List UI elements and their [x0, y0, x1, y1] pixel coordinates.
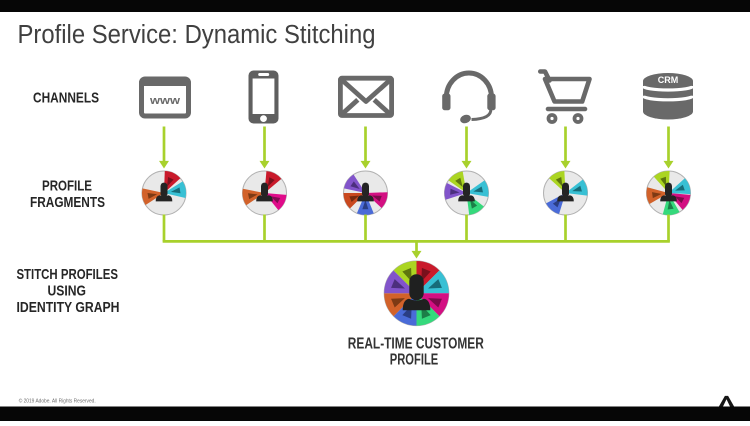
- svg-text:Profile Service: Dynamic Stitc: Profile Service: Dynamic Stitching: [18, 21, 376, 49]
- svg-text:www: www: [149, 95, 181, 107]
- svg-text:USING: USING: [47, 282, 86, 299]
- svg-text:IDENTITY GRAPH: IDENTITY GRAPH: [17, 299, 120, 316]
- svg-text:PROFILE: PROFILE: [42, 177, 92, 194]
- svg-text:CRM: CRM: [658, 75, 679, 86]
- svg-text:REAL-TIME CUSTOMER: REAL-TIME CUSTOMER: [348, 336, 484, 353]
- svg-text:FRAGMENTS: FRAGMENTS: [30, 194, 105, 211]
- svg-text:© 2019 Adobe. All Rights Rese: © 2019 Adobe. All Rights Reserved.: [19, 397, 96, 404]
- svg-text:PROFILE: PROFILE: [390, 351, 439, 368]
- svg-text:STITCH PROFILES: STITCH PROFILES: [16, 266, 118, 283]
- svg-text:CHANNELS: CHANNELS: [33, 90, 99, 107]
